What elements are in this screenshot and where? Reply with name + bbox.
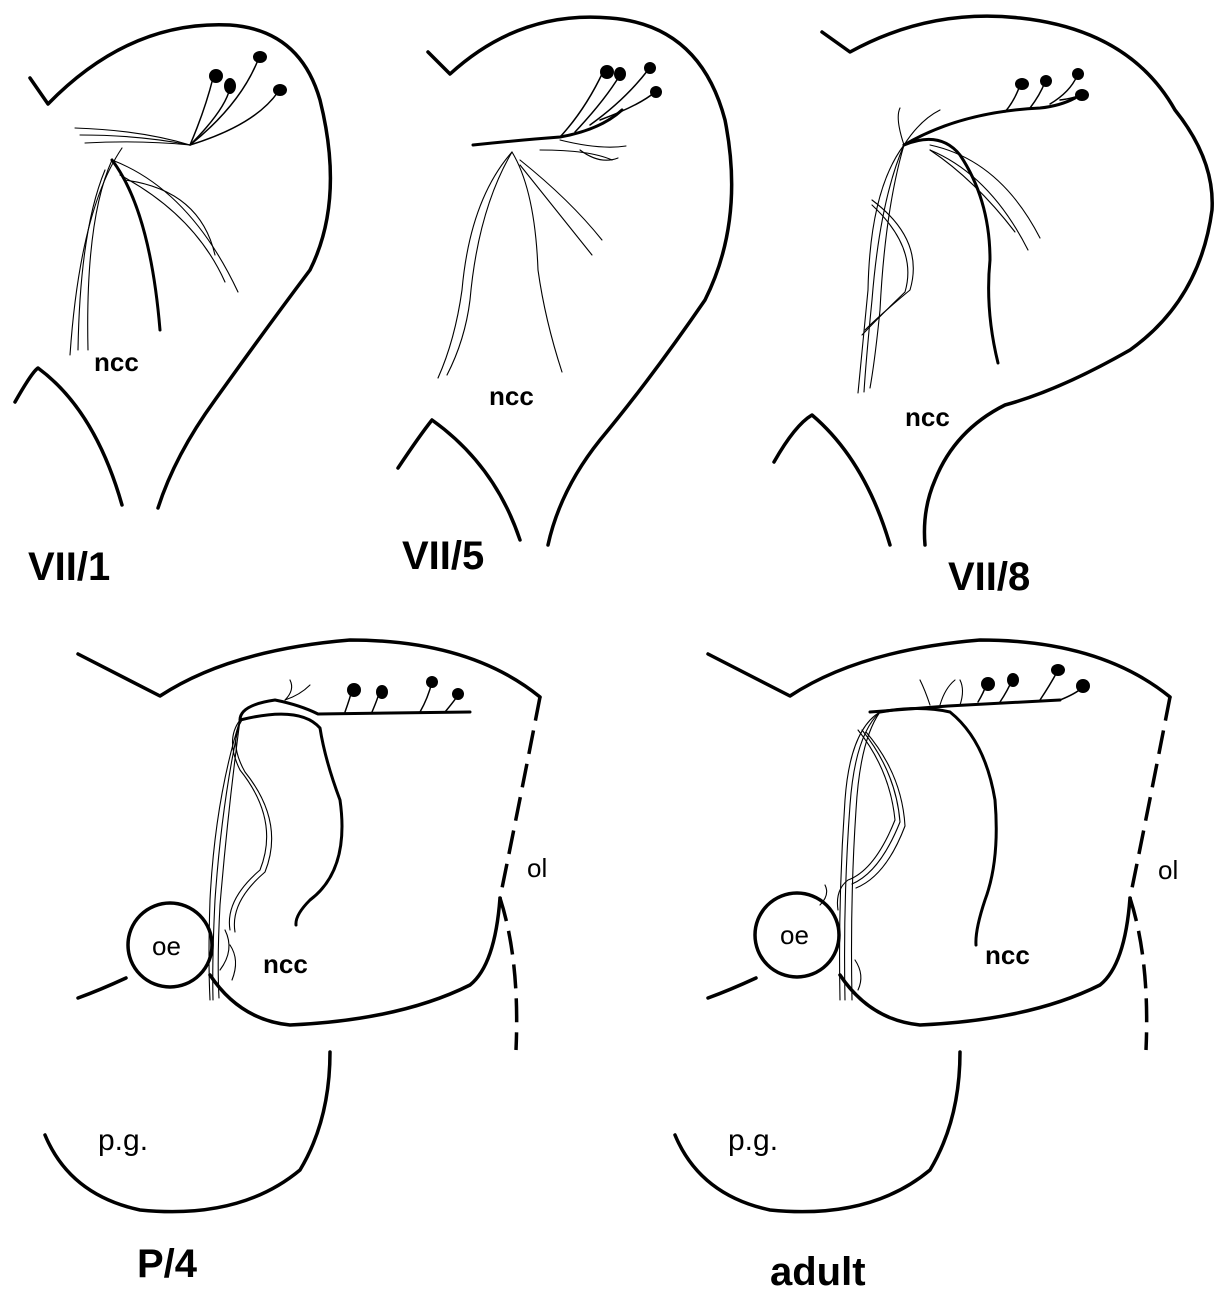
neuron-soma: [224, 78, 236, 94]
panel-vii5: ncc VII/5: [398, 17, 732, 578]
ncc-label: ncc: [94, 347, 139, 377]
neurons: [978, 664, 1090, 702]
ncc-tract: [240, 714, 342, 925]
neuron-soma: [1076, 679, 1090, 693]
pg-label: p.g.: [728, 1124, 778, 1157]
neuron-soma: [452, 688, 464, 700]
neuron-soma: [981, 677, 995, 691]
optic-lobe-boundary: [500, 898, 517, 1050]
panel-title: VII/1: [28, 545, 110, 589]
panel-p4: oe ncc ol p.g. P/4: [45, 640, 547, 1286]
neuron-soma: [1015, 78, 1029, 90]
brain-outline: [428, 17, 732, 545]
ventral-outline: [78, 978, 126, 998]
neuron-soma: [1075, 89, 1089, 101]
neuron-soma: [644, 62, 656, 74]
neuron-soma: [600, 65, 614, 79]
brain-outline: [78, 640, 540, 697]
neurons: [560, 62, 662, 137]
ol-label: ol: [1158, 855, 1178, 885]
neurons: [190, 51, 287, 145]
ncc-tract: [880, 709, 996, 946]
neuron-soma: [209, 69, 223, 83]
neuron-soma: [1040, 75, 1052, 87]
panel-title: P/4: [137, 1242, 198, 1286]
ventral-outline: [708, 978, 756, 998]
fiber-bundle: [70, 128, 238, 355]
panel-title: VII/5: [402, 534, 484, 578]
neuron-soma: [347, 683, 361, 697]
fiber-bundle: [858, 108, 1040, 393]
ncc-label: ncc: [985, 940, 1030, 970]
neuron-soma: [1007, 673, 1019, 687]
panel-title: adult: [770, 1250, 866, 1292]
neuron-soma: [376, 685, 388, 699]
neuron-soma: [273, 84, 287, 96]
pg-label: p.g.: [98, 1124, 148, 1157]
pedal-ganglion: [675, 1052, 960, 1212]
neuron-soma: [1051, 664, 1065, 676]
optic-lobe-boundary: [1130, 898, 1147, 1050]
panel-vii8: ncc VII/8: [774, 16, 1212, 599]
fiber-bundle: [438, 140, 626, 378]
panel-adult: oe ncc ol p.g. adult: [675, 640, 1178, 1292]
ncc-tract: [870, 700, 1060, 712]
ventral-outline: [210, 898, 500, 1025]
neuron-soma: [426, 676, 438, 688]
oe-label: oe: [152, 931, 181, 961]
ol-label: ol: [527, 853, 547, 883]
pedal-ganglion: [45, 1052, 330, 1212]
adjacent-lobe: [15, 368, 122, 505]
ncc-tract: [473, 110, 622, 145]
neurons: [1005, 68, 1089, 112]
brain-outline: [30, 25, 330, 508]
ncc-tract: [240, 700, 470, 720]
ncc-tract: [904, 139, 998, 363]
neurons: [345, 676, 464, 712]
panel-vii1: ncc VII/1: [15, 25, 330, 589]
brain-outline: [708, 640, 1170, 697]
neuron-soma: [650, 86, 662, 98]
ncc-tract: [112, 160, 160, 330]
neuron-soma: [614, 67, 626, 81]
brain-outline: [822, 16, 1212, 545]
neuron-soma: [253, 51, 267, 63]
ncc-label: ncc: [489, 381, 534, 411]
ncc-label: ncc: [905, 402, 950, 432]
adjacent-lobe: [398, 420, 520, 540]
fiber-bundle: [820, 680, 963, 1000]
ncc-label: ncc: [263, 949, 308, 979]
adjacent-lobe: [774, 415, 890, 545]
neuron-soma: [1072, 68, 1084, 80]
panel-title: VII/8: [948, 555, 1030, 599]
oe-label: oe: [780, 920, 809, 950]
